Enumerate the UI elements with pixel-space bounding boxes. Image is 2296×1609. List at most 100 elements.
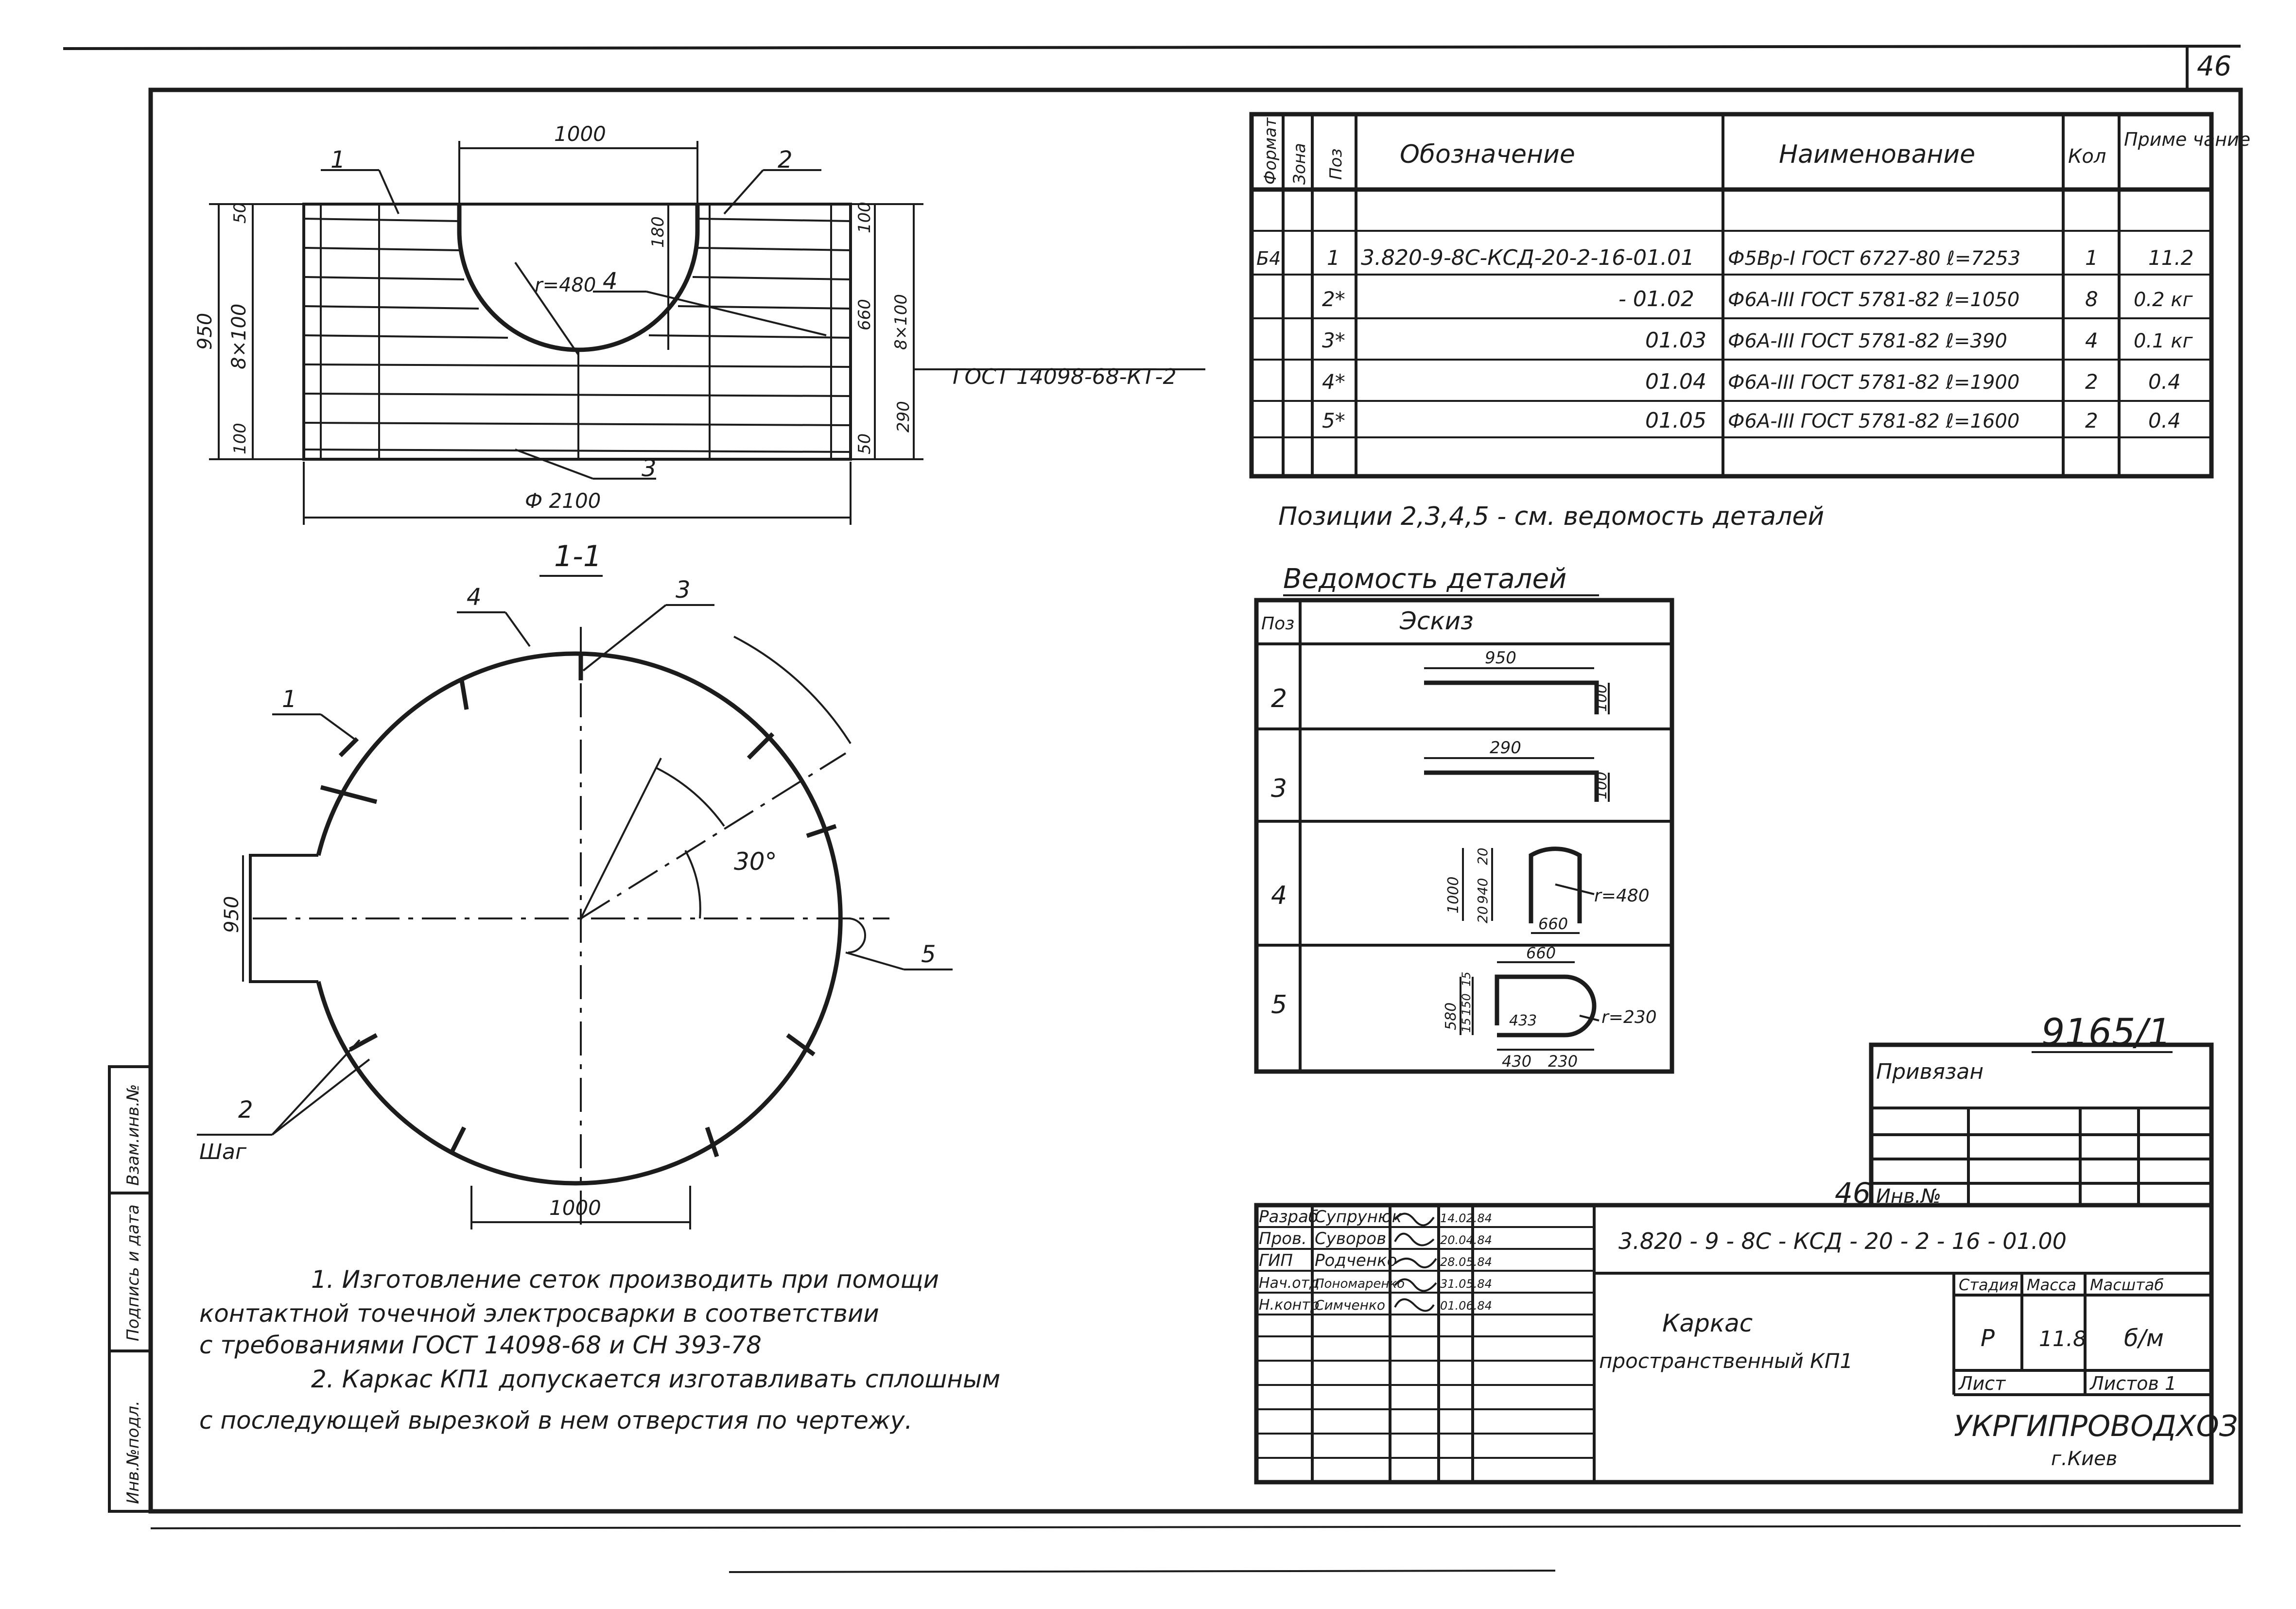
row2-note: 0.2 кг bbox=[2134, 289, 2193, 311]
row1-format: Б4 bbox=[1256, 248, 1281, 269]
left-strip: Инв.№подл. Подпись и дата Взам.инв.№ bbox=[108, 1065, 152, 1513]
section-callout-1: 1 bbox=[282, 686, 297, 713]
d3-len: 290 bbox=[1490, 738, 1521, 758]
row3-note: 0.1 кг bbox=[2134, 330, 2193, 352]
title-block: Разраб Пров. ГИП Нач.отд Н.контр Супруню… bbox=[1254, 1203, 2238, 1485]
details-pos-5: 5 bbox=[1271, 990, 1287, 1020]
row1-pos: 1 bbox=[1327, 246, 1340, 270]
row3-name: Ф6А-III ГОСТ 5781-82 ℓ=390 bbox=[1728, 330, 2007, 352]
section-callout-5: 5 bbox=[921, 941, 936, 968]
scale-label: Масштаб bbox=[2090, 1276, 2164, 1294]
plan-callout-2: 2 bbox=[778, 146, 793, 173]
row4-designation: 01.04 bbox=[1645, 369, 1706, 394]
details-hdr-pos: Поз bbox=[1261, 614, 1294, 634]
row5-pos: 5* bbox=[1322, 409, 1345, 433]
organization: УКРГИПРОВОДХОЗ bbox=[1954, 1409, 2238, 1443]
row2-qty: 8 bbox=[2085, 287, 2098, 311]
row3-designation: 01.03 bbox=[1645, 328, 1706, 353]
dim-right-top: 100 bbox=[855, 202, 874, 233]
details-pos-2: 2 bbox=[1271, 684, 1287, 713]
row2-name: Ф6А-III ГОСТ 5781-82 ℓ=1050 bbox=[1728, 289, 2019, 311]
general-notes: 1. Изготовление сеток производить при по… bbox=[199, 1265, 1000, 1435]
details-table: Ведомость деталей Поз Эскиз 2 3 4 5 950 … bbox=[1254, 563, 1674, 1074]
date-dept-head: 31.05.84 bbox=[1440, 1277, 1492, 1291]
dim-top-opening: 1000 bbox=[554, 122, 606, 146]
hdr-format: Формат bbox=[1261, 117, 1280, 185]
section-view: 1-1 30° 950 bbox=[197, 539, 953, 1229]
row3-qty: 4 bbox=[2085, 329, 2098, 352]
note-line-5: с последующей вырезкой в нем отверстия п… bbox=[199, 1406, 912, 1435]
gost-weld-note: ГОСТ 14098-68-КТ-2 bbox=[953, 364, 1176, 389]
role-norm-control: Н.контр bbox=[1259, 1297, 1320, 1314]
date-norm-control: 01.06.84 bbox=[1440, 1299, 1492, 1313]
d5-radius: r=230 bbox=[1601, 1007, 1657, 1027]
mass-value: 11.8 bbox=[2039, 1327, 2087, 1351]
d5-arc: 230 bbox=[1548, 1052, 1578, 1071]
details-hdr-sketch: Эскиз bbox=[1399, 607, 1474, 635]
hdr-zone: Зона bbox=[1290, 143, 1309, 185]
hdr-pos: Поз bbox=[1326, 149, 1346, 180]
plan-callout-4: 4 bbox=[603, 268, 618, 295]
d4-width: 660 bbox=[1538, 915, 1568, 933]
d5-inner: 433 bbox=[1509, 1012, 1537, 1029]
row4-note: 0.4 bbox=[2148, 370, 2181, 394]
role-chief-engineer: ГИП bbox=[1259, 1251, 1293, 1270]
row1-qty: 1 bbox=[2085, 246, 2098, 270]
d5-b: 150 bbox=[1460, 993, 1473, 1016]
dim-diameter: Ф 2100 bbox=[525, 489, 601, 513]
details-pos-3: 3 bbox=[1271, 774, 1287, 803]
item-name-1: Каркас bbox=[1662, 1309, 1753, 1337]
dim-cut-depth: 180 bbox=[648, 216, 668, 248]
dim-right-mid: 660 bbox=[855, 299, 874, 330]
row4-qty: 2 bbox=[2085, 370, 2098, 394]
d5-straight: 430 bbox=[1502, 1052, 1531, 1071]
sheet-label: Лист bbox=[1958, 1373, 2006, 1394]
d2-hook: 100 bbox=[1593, 684, 1610, 712]
row4-name: Ф6А-III ГОСТ 5781-82 ℓ=1900 bbox=[1728, 371, 2019, 394]
role-checker: Пров. bbox=[1259, 1229, 1307, 1248]
note-line-4: 2. Каркас КП1 допускается изготавливать … bbox=[311, 1365, 1000, 1393]
row2-pos: 2* bbox=[1322, 287, 1345, 311]
dim-left-bottom: 100 bbox=[230, 423, 250, 454]
role-dept-head: Нач.отд bbox=[1259, 1275, 1320, 1292]
spec-footnote: Позиции 2,3,4,5 - см. ведомость деталей bbox=[1278, 502, 1824, 531]
strip-label-sign: Подпись и дата bbox=[123, 1204, 143, 1341]
hdr-qty: Кол bbox=[2068, 145, 2106, 168]
binding-label: Привязан bbox=[1876, 1059, 1983, 1084]
note-line-2: контактной точечной электросварки в соот… bbox=[199, 1299, 879, 1328]
d4-radius: r=480 bbox=[1594, 886, 1650, 906]
dim-right-bottom: 50 bbox=[855, 433, 874, 454]
strip-label-inv: Инв.№подл. bbox=[123, 1401, 143, 1504]
hdr-designation: Обозначение bbox=[1400, 140, 1575, 169]
note-line-3: с требованиями ГОСТ 14098-68 и СН 393-78 bbox=[199, 1331, 762, 1359]
spec-table: Формат Зона Поз Обозначение Наименование… bbox=[1249, 112, 2250, 531]
date-developer: 14.02.84 bbox=[1440, 1211, 1492, 1225]
row2-designation: - 01.02 bbox=[1618, 287, 1694, 311]
d5-a: 15 bbox=[1460, 971, 1473, 986]
d4-mid: 940 bbox=[1475, 878, 1491, 904]
stage-value: Р bbox=[1981, 1325, 1995, 1352]
name-dept-head: Пономаренко bbox=[1315, 1277, 1405, 1291]
dim-pitch-left: 8×100 bbox=[228, 304, 250, 369]
section-callout-4: 4 bbox=[467, 584, 482, 611]
note-line-1: 1. Изготовление сеток производить при по… bbox=[311, 1265, 939, 1294]
doc-code: 3.820 - 9 - 8С - КСД - 20 - 2 - 16 - 01.… bbox=[1618, 1228, 2067, 1254]
name-developer: Супрунюк bbox=[1315, 1207, 1402, 1227]
row3-pos: 3* bbox=[1322, 329, 1345, 352]
d4-top: 20 bbox=[1475, 848, 1491, 865]
sheet-frame: 46 bbox=[63, 45, 2243, 1573]
binding-block: Привязан 46 Инв.№ bbox=[1835, 1042, 2214, 1210]
d3-hook: 100 bbox=[1593, 772, 1610, 799]
dim-radius: r=480 bbox=[535, 274, 596, 296]
dim-right-low: 290 bbox=[894, 401, 913, 433]
date-chief-engineer: 28.05.84 bbox=[1440, 1255, 1492, 1269]
d5-c: 15 bbox=[1460, 1018, 1473, 1033]
scale-value: б/м bbox=[2124, 1325, 2164, 1352]
angle-30: 30° bbox=[734, 848, 777, 876]
row5-qty: 2 bbox=[2085, 409, 2098, 433]
section-callout-3: 3 bbox=[676, 576, 691, 604]
d5-top: 660 bbox=[1526, 944, 1556, 962]
dim-left-top: 50 bbox=[230, 203, 250, 224]
row4-pos: 4* bbox=[1322, 370, 1345, 394]
